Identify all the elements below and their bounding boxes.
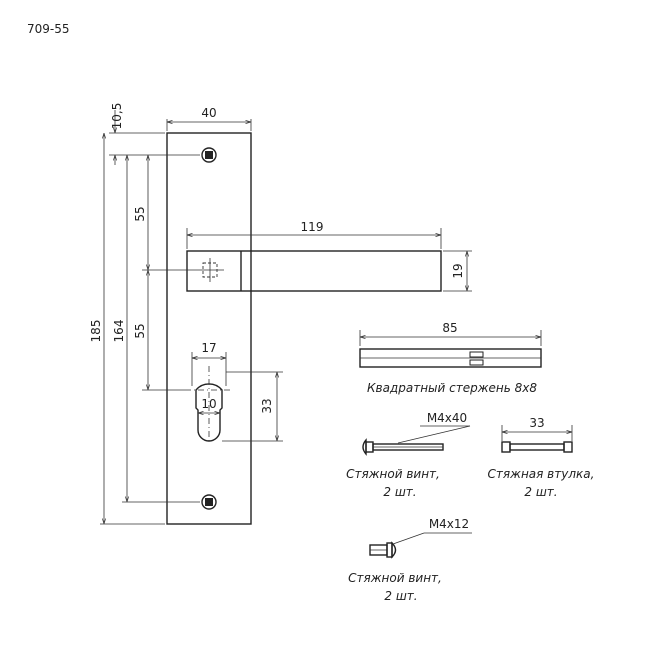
back-plate bbox=[166, 132, 252, 525]
dim-plate-width-label: 40 bbox=[201, 106, 216, 120]
dim-top-offset-label: 10,5 bbox=[110, 103, 124, 130]
short-screw-size: М4х12 bbox=[429, 517, 469, 531]
dim-lever-length-label: 119 bbox=[301, 220, 324, 234]
long-screw-size: М4х40 bbox=[427, 411, 467, 425]
dim-plate-height: 185 bbox=[89, 133, 165, 525]
bottom-screw-hole bbox=[201, 494, 217, 510]
sleeve-length-label: 33 bbox=[529, 416, 544, 430]
dim-cylinder-height-label: 33 bbox=[260, 398, 274, 413]
dim-lever-height: 19 bbox=[443, 250, 472, 292]
short-screw-caption-1: Стяжной винт, bbox=[348, 571, 442, 585]
long-screw: М4х40 Стяжной винт, 2 шт. bbox=[346, 411, 471, 499]
dim-spacing-upper-label: 55 bbox=[133, 206, 147, 221]
square-rod: 85 Квадратный стержень 8х8 bbox=[359, 321, 542, 395]
top-screw-hole bbox=[201, 147, 217, 163]
rod-caption: Квадратный стержень 8х8 bbox=[367, 381, 537, 395]
rod-length-label: 85 bbox=[442, 321, 457, 335]
dim-cylinder-width: 17 bbox=[191, 341, 227, 386]
model-label: 709-55 bbox=[27, 22, 70, 36]
dim-top-offset: 10,5 bbox=[109, 103, 200, 165]
connecting-sleeve: 33 Стяжная втулка, 2 шт. bbox=[488, 416, 595, 499]
short-screw: М4х12 Стяжной винт, 2 шт. bbox=[348, 517, 472, 603]
dim-lever-height-label: 19 bbox=[451, 263, 465, 278]
dim-plate-width: 40 bbox=[166, 106, 252, 131]
dim-lever-length: 119 bbox=[186, 220, 442, 249]
dim-cylinder-inner-label: 10 bbox=[201, 397, 216, 411]
dim-cylinder-height: 33 bbox=[222, 371, 283, 442]
dim-screw-spacing: 164 bbox=[112, 155, 200, 503]
dim-spacing-lower-label: 55 bbox=[133, 323, 147, 338]
dim-spacing-upper: 55 bbox=[133, 155, 196, 271]
dim-cylinder-inner: 10 bbox=[198, 397, 220, 413]
dim-spacing-lower: 55 bbox=[133, 270, 185, 391]
dim-plate-height-label: 185 bbox=[89, 320, 103, 343]
short-screw-caption-2: 2 шт. bbox=[384, 589, 417, 603]
dim-screw-spacing-label: 164 bbox=[112, 320, 126, 343]
long-screw-caption-2: 2 шт. bbox=[383, 485, 416, 499]
long-screw-caption-1: Стяжной винт, bbox=[346, 467, 440, 481]
sleeve-caption-1: Стяжная втулка, bbox=[488, 467, 595, 481]
sleeve-caption-2: 2 шт. bbox=[524, 485, 557, 499]
lever-handle bbox=[186, 250, 442, 292]
dim-cylinder-width-label: 17 bbox=[201, 341, 216, 355]
cylinder-hole bbox=[195, 383, 223, 442]
spindle-square bbox=[196, 258, 224, 282]
